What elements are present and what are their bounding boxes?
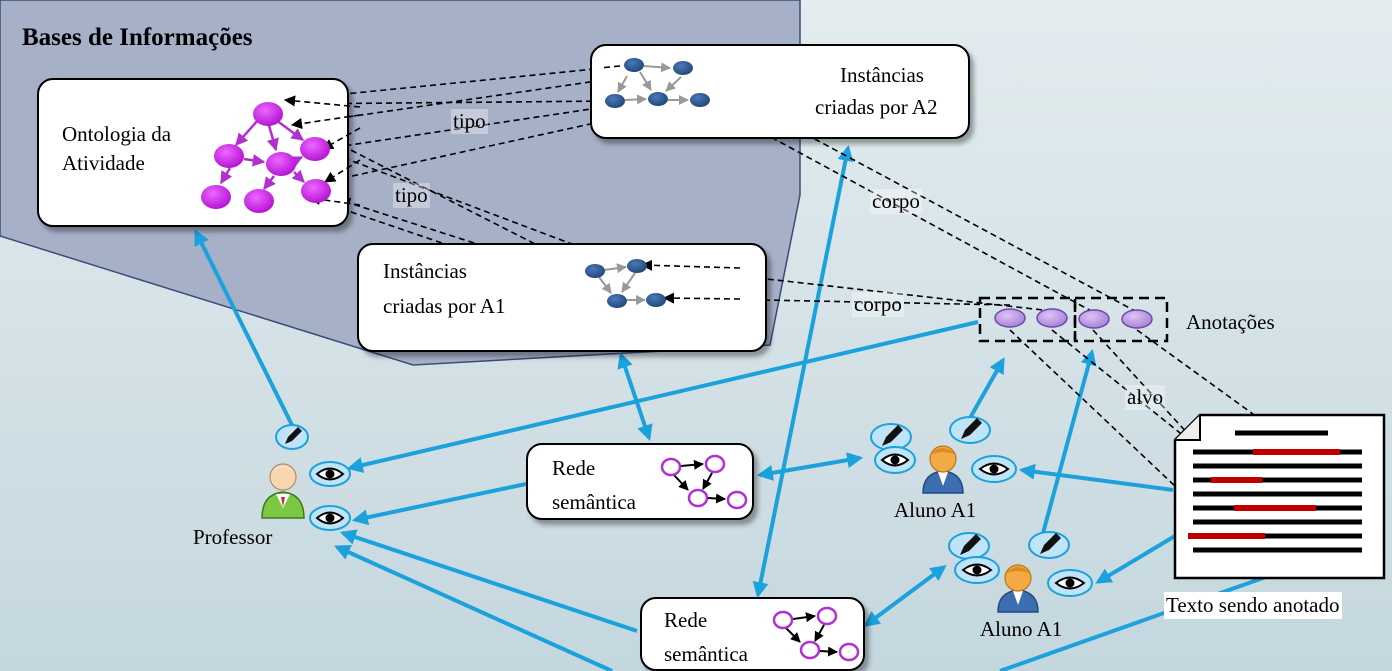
edge-label-alvo: alvo xyxy=(1125,385,1166,410)
semantic-net-1-line1: Rede xyxy=(552,456,596,480)
pencil-icon xyxy=(275,424,309,450)
eye-icon xyxy=(971,455,1017,483)
eye-icon xyxy=(309,505,351,531)
blue-arrows xyxy=(194,144,1281,671)
instances-a1-line1: Instâncias xyxy=(383,259,467,283)
professor-avatar xyxy=(261,463,305,519)
ontology-label-line1: Ontologia da xyxy=(62,122,172,146)
student-top-label: Aluno A1 xyxy=(894,498,977,522)
document-label: Texto sendo anotado xyxy=(1164,592,1342,619)
panel-title: Bases de Informações xyxy=(22,24,253,51)
annotated-document xyxy=(1173,413,1386,580)
pencil-icon xyxy=(949,416,991,444)
edge-label-corpo-mid: corpo xyxy=(852,292,904,317)
ontology-box xyxy=(37,78,349,227)
annotation-nodes xyxy=(994,308,1153,329)
student-avatar-bottom xyxy=(997,564,1039,613)
pencil-icon xyxy=(948,532,990,560)
instances-a2-line2: criadas por A2 xyxy=(815,95,938,119)
pencil-icon xyxy=(870,423,912,451)
instances-a2-box xyxy=(590,44,970,139)
edge-label-tipo-top: tipo xyxy=(451,109,488,134)
student-avatar-top xyxy=(922,445,964,494)
semantic-net-2-line1: Rede xyxy=(664,608,708,632)
instances-a2-line1: Instâncias xyxy=(840,63,924,87)
annotations-group-2 xyxy=(1073,296,1169,343)
annotations-label: Anotações xyxy=(1186,310,1275,334)
semantic-net-2-line2: semântica xyxy=(664,642,748,666)
instances-a1-line2: criadas por A1 xyxy=(383,294,506,318)
eye-icon xyxy=(309,461,351,487)
edge-label-corpo-top: corpo xyxy=(870,189,922,214)
edge-label-tipo-mid: tipo xyxy=(393,183,430,208)
eye-icon xyxy=(1047,569,1093,597)
pencil-icon xyxy=(1028,531,1070,559)
professor-label: Professor xyxy=(193,525,273,549)
eye-icon xyxy=(874,446,916,474)
eye-icon xyxy=(954,556,1000,584)
ontology-label-line2: Atividade xyxy=(62,151,145,175)
semantic-net-1-line2: semântica xyxy=(552,490,636,514)
student-bottom-label: Aluno A1 xyxy=(980,617,1063,641)
